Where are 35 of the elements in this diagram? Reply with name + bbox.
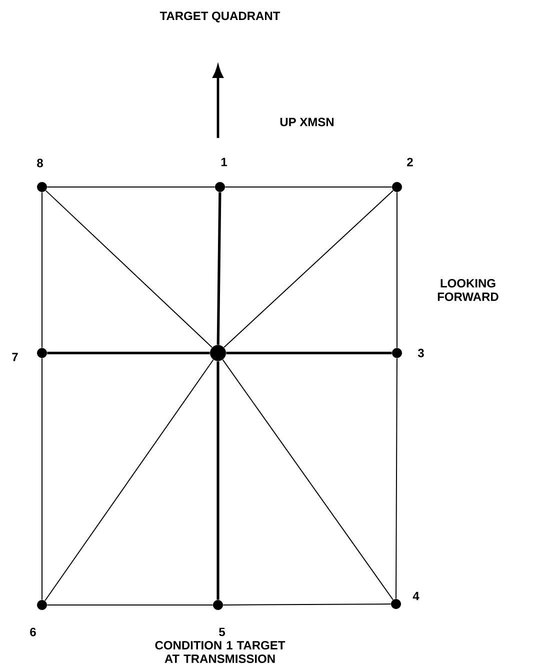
dot	[391, 599, 401, 609]
dot	[210, 345, 226, 361]
point-number: 3	[418, 348, 424, 358]
dot	[37, 182, 47, 192]
point-number: 6	[30, 628, 36, 636]
title: TARGET QUADRANT	[160, 12, 280, 22]
point-number: 4	[412, 592, 420, 600]
line	[226, 352, 392, 354]
line	[44, 359, 214, 602]
line	[222, 359, 394, 600]
point-number: 8	[37, 158, 43, 168]
dot	[215, 182, 225, 192]
caption: CONDITION 1 TARGET AT TRANSMISSION	[155, 641, 286, 663]
line	[222, 604, 392, 606]
line	[216, 361, 220, 600]
point-number: 2	[407, 158, 413, 166]
point-number: 5	[219, 628, 225, 636]
note: UP XMSN	[280, 118, 334, 126]
note: LOOKING FORWARD	[438, 279, 498, 301]
dot	[37, 600, 47, 610]
dot	[392, 348, 402, 358]
line	[46, 186, 216, 188]
dot	[213, 600, 223, 610]
line	[46, 604, 214, 606]
point-number: 1	[221, 158, 227, 166]
line	[224, 186, 392, 188]
line	[396, 192, 398, 348]
point-number: 7	[12, 352, 18, 362]
line	[45, 190, 213, 348]
line	[47, 352, 210, 354]
line	[396, 358, 398, 600]
dot	[392, 182, 402, 192]
line	[224, 190, 394, 348]
dot	[37, 348, 47, 358]
line	[216, 192, 222, 345]
